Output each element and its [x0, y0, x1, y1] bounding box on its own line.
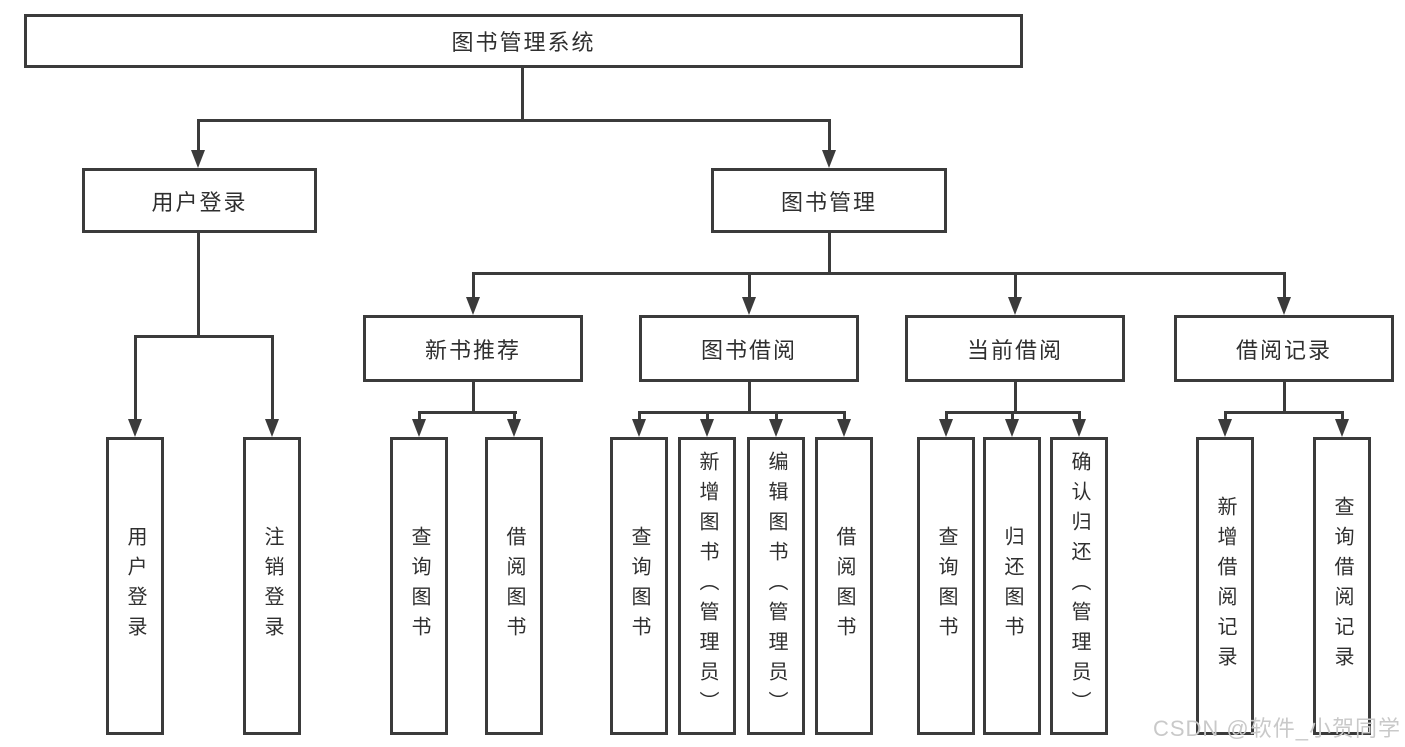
leaf-label: 新增图书（管理员） [696, 451, 718, 721]
leaf-label: 查询图书 [628, 526, 650, 646]
leaf-label: 借阅图书 [503, 526, 525, 646]
connector-line [1340, 411, 1344, 423]
leaf-borrow-books: 借阅图书 [815, 437, 873, 735]
node-label: 新书推荐 [424, 337, 521, 363]
node-user-login: 用户登录 [82, 168, 317, 233]
arrow-down-icon [939, 419, 953, 437]
connector-line [417, 411, 517, 414]
arrow-down-icon [412, 419, 426, 437]
arrow-down-icon [1335, 419, 1349, 437]
arrow-down-icon [507, 419, 521, 437]
leaf-label: 编辑图书（管理员） [765, 451, 787, 721]
leaf-label: 新增借阅记录 [1214, 496, 1236, 676]
connector-line [1013, 272, 1017, 300]
arrow-down-icon [466, 297, 480, 315]
connector-line [1282, 272, 1286, 300]
leaf-label: 归还图书 [1001, 526, 1023, 646]
leaf-return-books: 归还图书 [983, 437, 1041, 735]
leaf-borrow-books: 借阅图书 [485, 437, 543, 735]
leaf-label: 注销登录 [261, 526, 283, 646]
arrow-down-icon [632, 419, 646, 437]
arrow-down-icon [769, 419, 783, 437]
leaf-query-books: 查询图书 [610, 437, 668, 735]
node-borrowing-records: 借阅记录 [1174, 315, 1394, 382]
connector-line [842, 411, 846, 423]
connector-line [1077, 411, 1081, 423]
arrow-down-icon [822, 150, 836, 168]
connector-line [827, 230, 831, 275]
connector-line [637, 411, 846, 414]
arrow-down-icon [1005, 419, 1019, 437]
connector-line [196, 230, 200, 338]
leaf-label: 借阅图书 [833, 526, 855, 646]
arrow-down-icon [265, 419, 279, 437]
arrow-down-icon [742, 297, 756, 315]
connector-line [196, 119, 831, 122]
connector-line [471, 379, 475, 414]
leaf-query-borrow-record: 查询借阅记录 [1313, 437, 1371, 735]
arrow-down-icon [1008, 297, 1022, 315]
connector-line [1013, 379, 1017, 414]
leaf-confirm-return-admin: 确认归还（管理员） [1050, 437, 1108, 735]
connector-line [133, 335, 137, 423]
connector-line [417, 411, 421, 423]
connector-line [747, 272, 751, 300]
leaf-label: 查询图书 [935, 526, 957, 646]
connector-line [1282, 379, 1286, 414]
connector-line [471, 272, 1285, 275]
connector-line [705, 411, 709, 423]
leaf-query-books: 查询图书 [390, 437, 448, 735]
connector-line [827, 119, 831, 153]
connector-line [774, 411, 778, 423]
connector-line [1223, 411, 1227, 423]
arrow-down-icon [128, 419, 142, 437]
node-label: 图书管理系统 [451, 30, 596, 55]
connector-line [270, 335, 274, 423]
leaf-query-books: 查询图书 [917, 437, 975, 735]
arrow-down-icon [837, 419, 851, 437]
leaf-label: 用户登录 [124, 526, 146, 646]
leaf-add-books-admin: 新增图书（管理员） [678, 437, 736, 735]
leaf-logout: 注销登录 [243, 437, 301, 735]
connector-line [512, 411, 516, 423]
node-label: 借阅记录 [1235, 337, 1332, 363]
leaf-edit-books-admin: 编辑图书（管理员） [747, 437, 805, 735]
leaf-label: 确认归还（管理员） [1068, 451, 1090, 721]
node-library-system: 图书管理系统 [24, 14, 1023, 68]
connector-line [133, 335, 274, 338]
node-label: 当前借阅 [966, 337, 1063, 363]
connector-line [637, 411, 641, 423]
leaf-label: 查询借阅记录 [1331, 496, 1353, 676]
arrow-down-icon [700, 419, 714, 437]
connector-line [1010, 411, 1014, 423]
connector-line [196, 119, 200, 153]
node-current-borrowing: 当前借阅 [905, 315, 1125, 382]
leaf-add-borrow-record: 新增借阅记录 [1196, 437, 1254, 735]
connector-line [1223, 411, 1344, 414]
leaf-user-login: 用户登录 [106, 437, 164, 735]
connector-line [471, 272, 475, 300]
node-new-book-recommendation: 新书推荐 [363, 315, 583, 382]
node-label: 图书借阅 [700, 337, 797, 363]
node-book-borrowing: 图书借阅 [639, 315, 859, 382]
node-book-management: 图书管理 [711, 168, 947, 233]
leaf-label: 查询图书 [408, 526, 430, 646]
arrow-down-icon [191, 150, 205, 168]
arrow-down-icon [1277, 297, 1291, 315]
arrow-down-icon [1218, 419, 1232, 437]
connector-line [944, 411, 948, 423]
connector-line [520, 66, 524, 122]
arrow-down-icon [1072, 419, 1086, 437]
connector-line [747, 379, 751, 414]
node-label: 图书管理 [780, 189, 877, 215]
watermark: CSDN @软件_小贺同学 [1152, 716, 1401, 741]
node-label: 用户登录 [151, 189, 248, 215]
